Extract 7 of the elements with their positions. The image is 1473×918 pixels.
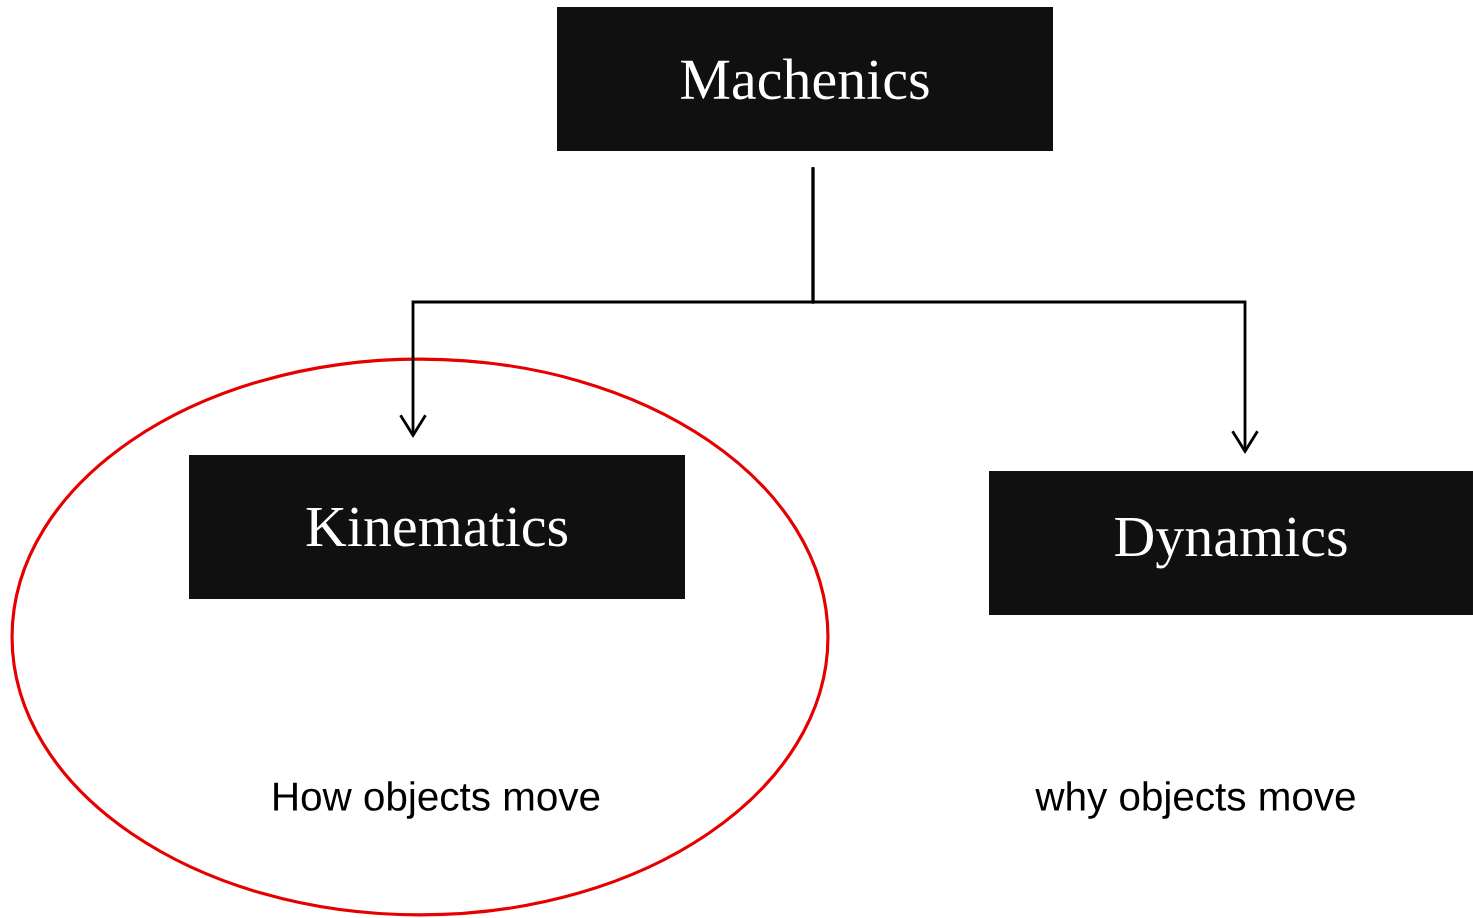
title-box: Kinematics [189, 455, 685, 599]
title-box: Machenics [557, 7, 1053, 151]
title-box: Dynamics [989, 471, 1473, 615]
highlight-ellipse [10, 357, 830, 917]
description-text: why objects move [1035, 781, 1355, 819]
description-text: How objects move [274, 781, 600, 819]
arrow [811, 167, 1259, 454]
